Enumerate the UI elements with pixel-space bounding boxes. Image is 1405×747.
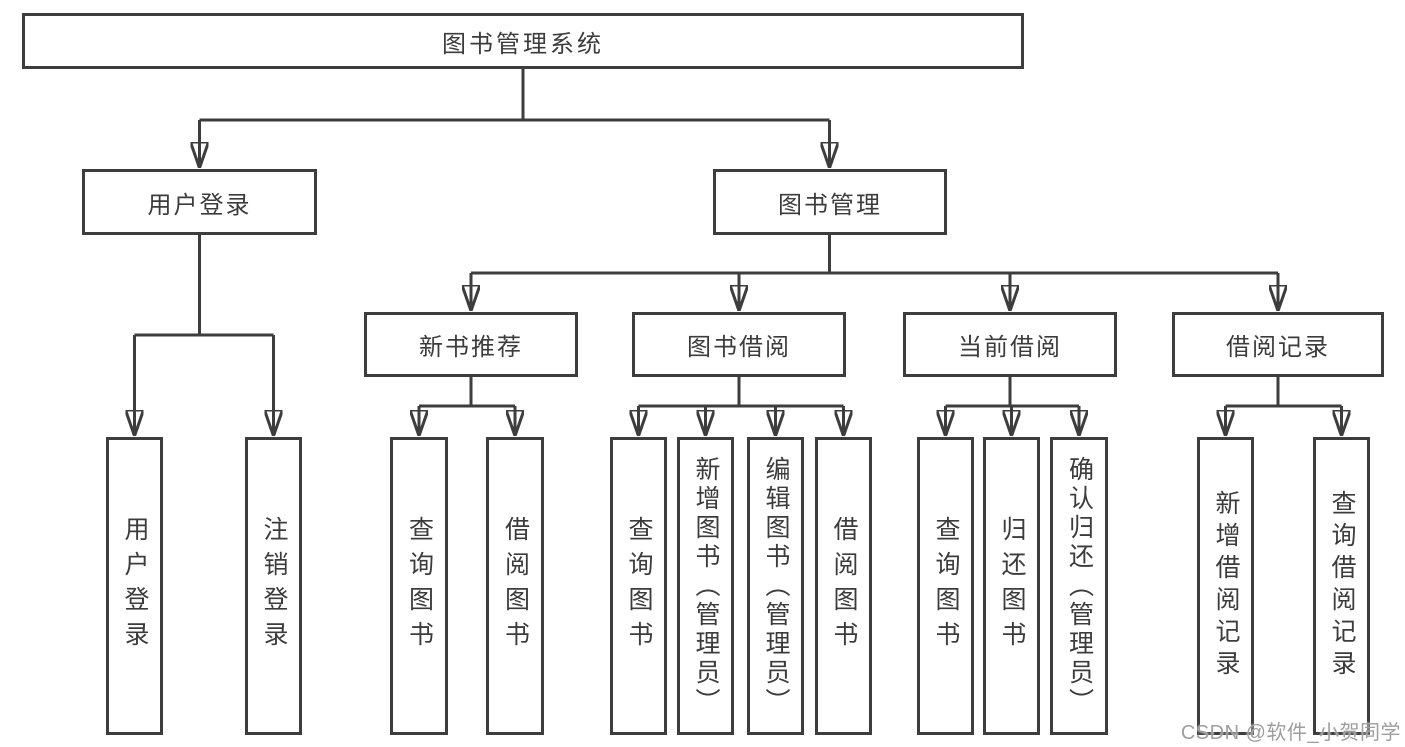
leaf-add-books-admin: 新增图书（管理员） <box>677 437 734 735</box>
leaf-newbook-query-books: 查询图书 <box>390 437 448 735</box>
connector-trunk <box>419 377 515 408</box>
connector-current-borrow-children <box>946 377 1080 436</box>
node-book-management: 图书管理 <box>713 169 947 235</box>
connector-trunk <box>199 69 830 122</box>
leaf-query-borrow-record: 查询借阅记录 <box>1313 437 1370 735</box>
connector-book-borrow-children <box>639 377 844 436</box>
csdn-watermark: CSDN @软件_小贺同学 <box>1180 722 1401 744</box>
leaf-edit-books-admin: 编辑图书（管理员） <box>747 437 804 735</box>
leaf-confirm-return-admin: 确认归还（管理员） <box>1050 437 1108 735</box>
connector-trunk <box>1225 377 1342 408</box>
node-borrowing-records: 借阅记录 <box>1172 312 1384 377</box>
connector-root-to-level1 <box>200 69 830 168</box>
leaf-return-books: 归还图书 <box>983 437 1040 735</box>
connector-trunk <box>638 377 844 408</box>
node-book-borrowing: 图书借阅 <box>632 312 846 377</box>
node-current-borrowing: 当前借阅 <box>903 312 1117 377</box>
connector-book-mgmt-children <box>471 235 1278 311</box>
node-library-management-system: 图书管理系统 <box>22 13 1024 69</box>
node-new-book-recommendation: 新书推荐 <box>364 312 578 377</box>
leaf-current-query-books: 查询图书 <box>917 437 974 735</box>
connector-borrow-record-children <box>1226 377 1342 436</box>
node-user-login: 用户登录 <box>82 169 317 235</box>
leaf-borrowing-borrow-books: 借阅图书 <box>815 437 872 735</box>
leaf-newbook-borrow-books: 借阅图书 <box>486 437 544 735</box>
connector-trunk <box>471 235 1278 275</box>
connector-trunk <box>945 377 1079 408</box>
leaf-logout: 注销登录 <box>245 437 302 735</box>
connector-trunk <box>134 235 274 337</box>
connector-user-login-children <box>135 235 274 436</box>
leaf-borrowing-query-books: 查询图书 <box>610 437 667 735</box>
connector-new-book-children <box>419 377 515 436</box>
leaf-add-borrow-record: 新增借阅记录 <box>1197 437 1254 735</box>
leaf-user-login: 用户登录 <box>106 437 163 735</box>
